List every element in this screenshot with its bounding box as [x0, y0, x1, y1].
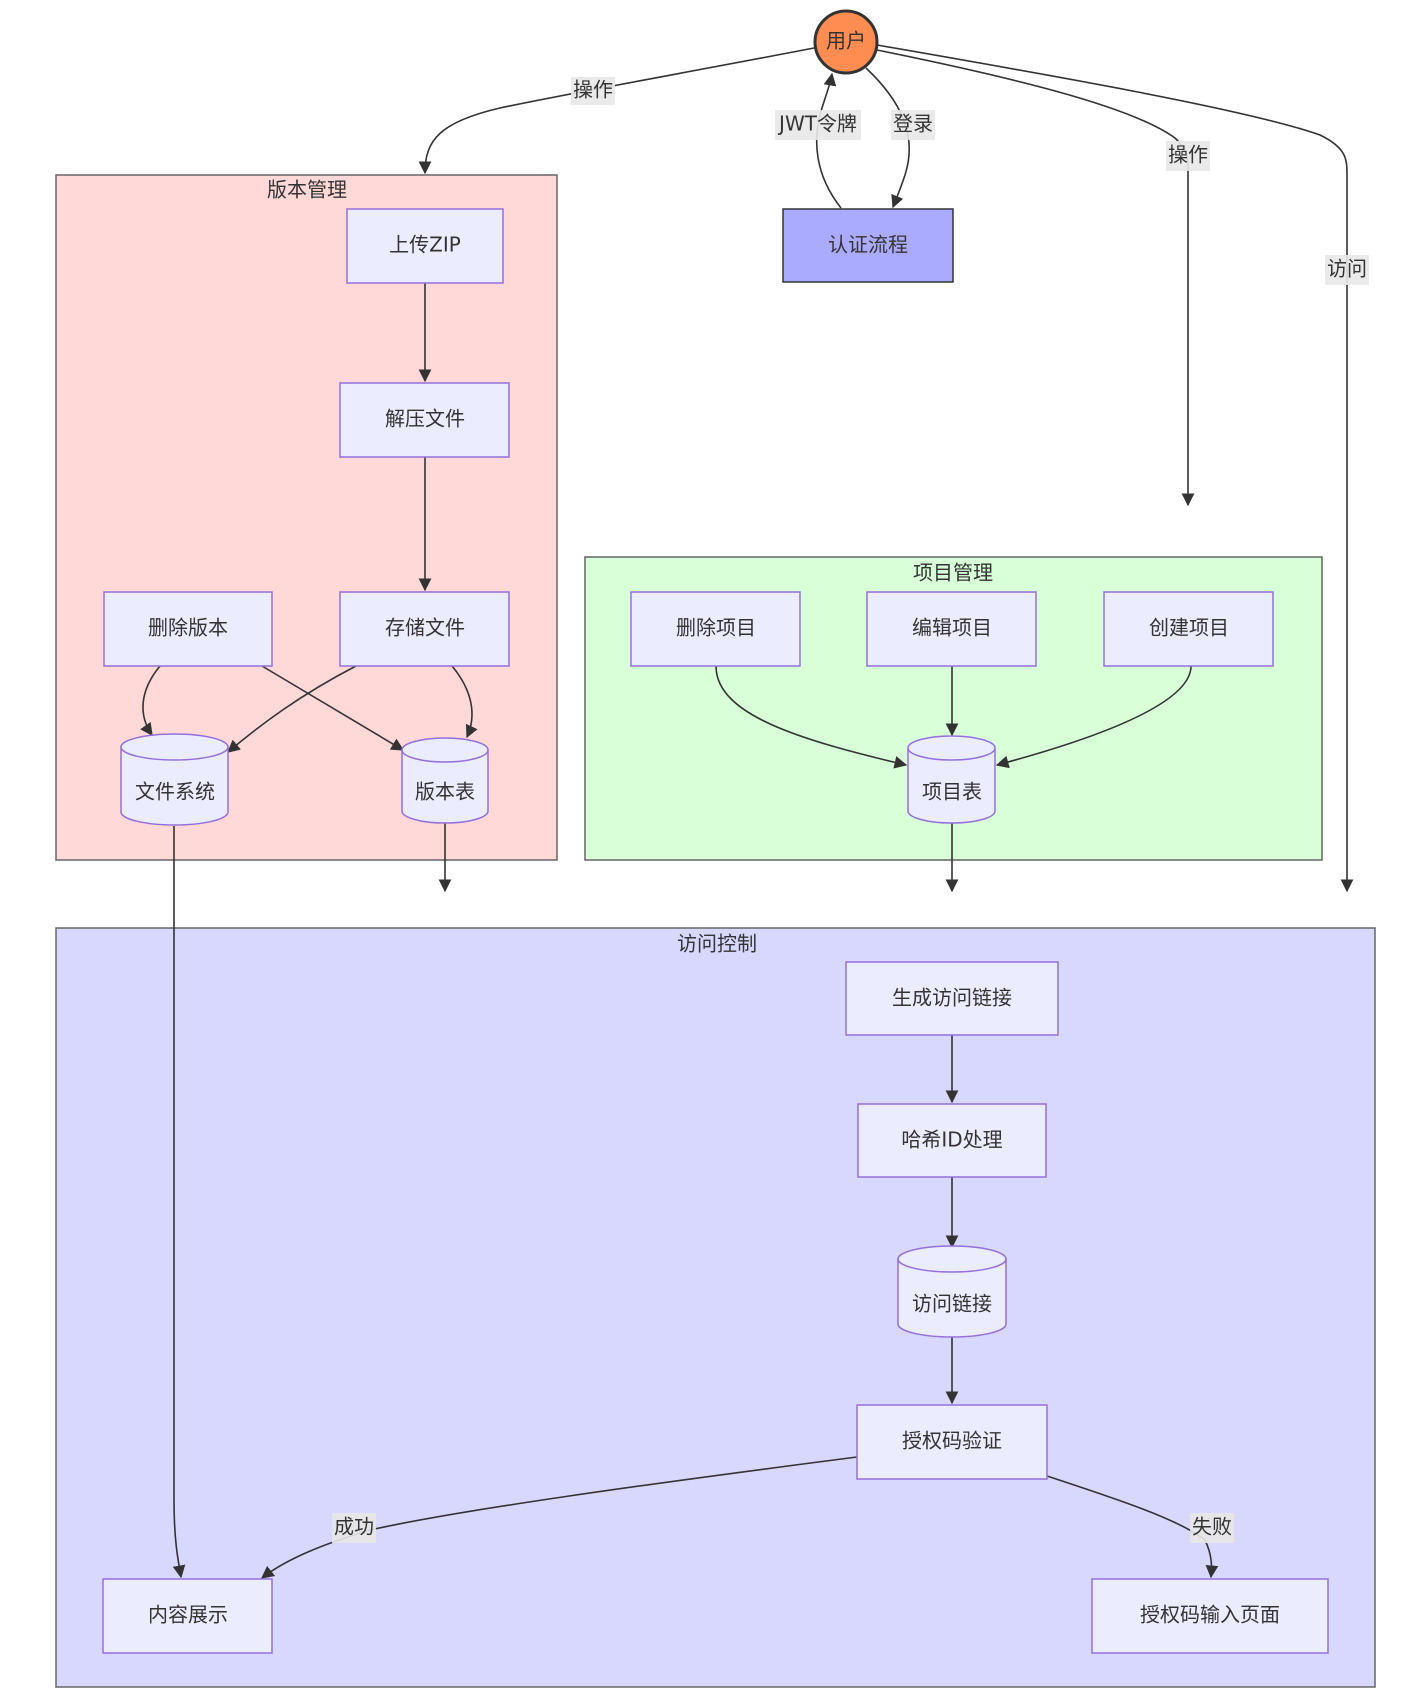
auth-code-page-box	[1091, 1578, 1329, 1654]
node-upload-zip-label: 上传ZIP	[389, 233, 461, 257]
access-link-cylinder-rim	[897, 1258, 1007, 1273]
edge-label-login: 登录	[893, 112, 933, 136]
node-user-label: 用户	[826, 29, 866, 53]
node-delete-version[interactable]: 删除版本	[103, 591, 273, 667]
node-project-table-label: 项目表	[922, 780, 982, 804]
edge-user-to-access	[876, 44, 1354, 893]
cluster-access-control: 访问控制	[55, 927, 1376, 1688]
node-content-display-label: 内容展示	[148, 1603, 228, 1627]
node-hash-id-label: 哈希ID处理	[901, 1128, 1002, 1152]
node-project-table[interactable]: 项目表	[907, 735, 996, 824]
node-filesystem-label: 文件系统	[135, 780, 215, 804]
node-auth-code-page-label: 授权码输入页面	[1140, 1603, 1280, 1627]
edge-label-user-to-access: 访问	[1327, 257, 1367, 281]
node-version-table[interactable]: 版本表	[401, 737, 489, 824]
version-table-cylinder	[401, 737, 489, 824]
edge-delete-project-to-table	[715, 665, 908, 769]
label-bg-user-version	[571, 77, 615, 105]
filesystem-cylinder-rim	[120, 746, 229, 761]
node-create-project[interactable]: 创建项目	[1103, 591, 1274, 667]
cluster-version-title: 版本管理	[267, 178, 347, 202]
node-access-link[interactable]: 访问链接	[897, 1245, 1007, 1338]
node-store-files-label: 存储文件	[385, 616, 465, 640]
upload-zip-box	[346, 208, 504, 284]
filesystem-cylinder	[120, 733, 229, 826]
node-edit-project-label: 编辑项目	[912, 616, 992, 640]
edges	[140, 44, 1354, 1579]
edge-store-to-filesystem	[227, 665, 357, 753]
auth-code-verify-box	[856, 1404, 1048, 1480]
edge-verify-to-content	[260, 1456, 858, 1579]
node-delete-project-label: 删除项目	[676, 616, 756, 640]
project-table-cylinder-rim	[907, 747, 996, 761]
edge-label-jwt-token: JWT令牌	[777, 112, 857, 136]
delete-version-box	[103, 591, 273, 667]
label-bg-user-project	[1166, 141, 1210, 171]
label-bg-login	[891, 110, 935, 140]
edge-delete-version-to-version-table	[261, 665, 405, 751]
node-auth-code-verify[interactable]: 授权码验证	[856, 1404, 1048, 1480]
content-display-box	[102, 1578, 273, 1654]
edge-filesystem-to-content	[172, 826, 186, 1579]
node-content-display[interactable]: 内容展示	[102, 1578, 273, 1654]
label-bg-user-access	[1325, 255, 1369, 285]
node-version-table-label: 版本表	[415, 780, 475, 804]
auth-flow-box	[782, 208, 954, 283]
node-auth-code-verify-label: 授权码验证	[902, 1429, 1002, 1453]
user-circle	[813, 9, 879, 75]
edge-create-project-to-table	[995, 665, 1192, 769]
label-bg-fail	[1190, 1513, 1234, 1543]
node-create-project-label: 创建项目	[1149, 616, 1229, 640]
cluster-project-title: 项目管理	[913, 561, 993, 585]
edge-label-success: 成功	[334, 1515, 374, 1539]
node-store-files[interactable]: 存储文件	[339, 591, 510, 667]
edge-user-to-version	[418, 47, 815, 175]
edge-auth-to-user	[815, 72, 842, 209]
node-auth-code-page[interactable]: 授权码输入页面	[1091, 1578, 1329, 1654]
node-edit-project[interactable]: 编辑项目	[866, 591, 1037, 667]
node-filesystem[interactable]: 文件系统	[120, 733, 229, 826]
edit-project-box	[866, 591, 1037, 667]
node-delete-project[interactable]: 删除项目	[630, 591, 801, 667]
store-files-box	[339, 591, 510, 667]
label-bg-success	[332, 1513, 376, 1543]
create-project-box	[1103, 591, 1274, 667]
node-auth-flow[interactable]: 认证流程	[782, 208, 954, 283]
node-auth-flow-label: 认证流程	[828, 233, 908, 257]
version-table-cylinder-rim	[401, 749, 489, 763]
node-generate-link-label: 生成访问链接	[892, 986, 1012, 1010]
cluster-access-bg	[55, 927, 1376, 1688]
label-bg-auth-user	[775, 110, 861, 140]
node-hash-id[interactable]: 哈希ID处理	[857, 1103, 1047, 1178]
node-user[interactable]: 用户	[813, 9, 879, 75]
edge-label-user-to-version: 操作	[573, 78, 613, 102]
edge-user-to-auth	[865, 67, 910, 209]
edge-store-to-version-table	[451, 665, 478, 739]
cluster-access-title: 访问控制	[677, 932, 757, 956]
unzip-box	[339, 382, 510, 458]
node-generate-link[interactable]: 生成访问链接	[845, 961, 1059, 1036]
delete-project-box	[630, 591, 801, 667]
hash-id-box	[857, 1103, 1047, 1178]
access-link-cylinder	[897, 1245, 1007, 1338]
generate-link-box	[845, 961, 1059, 1036]
node-delete-version-label: 删除版本	[148, 616, 228, 640]
edge-label-user-to-project: 操作	[1168, 143, 1208, 167]
node-upload-zip[interactable]: 上传ZIP	[346, 208, 504, 284]
node-unzip-label: 解压文件	[385, 407, 465, 431]
node-access-link-label: 访问链接	[912, 1292, 992, 1316]
edge-delete-version-to-filesystem	[140, 665, 161, 737]
node-unzip[interactable]: 解压文件	[339, 382, 510, 458]
edge-label-fail: 失败	[1192, 1515, 1232, 1539]
edge-labels: 操作 JWT令牌 登录 操作 访问 成功 失败	[332, 77, 1369, 1543]
